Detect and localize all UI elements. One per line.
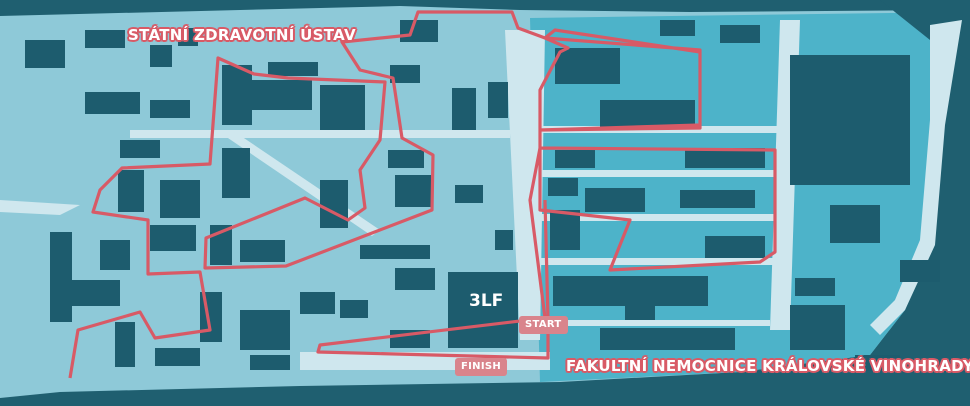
building	[390, 65, 420, 83]
building	[120, 140, 160, 158]
building	[72, 280, 120, 306]
building	[550, 210, 580, 250]
building	[85, 92, 140, 114]
building	[660, 20, 695, 36]
building	[115, 322, 135, 367]
building	[900, 260, 940, 282]
building	[705, 236, 765, 258]
building	[160, 180, 200, 218]
building	[553, 276, 708, 306]
building	[340, 300, 368, 318]
building	[585, 188, 645, 212]
building	[118, 170, 144, 212]
building	[680, 190, 755, 208]
building	[240, 240, 285, 262]
paths	[0, 20, 962, 370]
building	[50, 232, 72, 322]
building	[222, 65, 252, 125]
hospital-area-label: FAKULTNÍ NEMOCNICE KRÁLOVSKÉ VINOHRADY	[566, 357, 970, 375]
building	[85, 30, 125, 48]
finish-marker: FINISH	[455, 358, 508, 376]
building	[488, 82, 508, 118]
building	[222, 148, 250, 198]
building	[830, 205, 880, 243]
building	[178, 28, 198, 46]
building	[685, 148, 765, 168]
building-3lf-label: 3LF	[469, 291, 504, 311]
szu-area-label: STÁTNÍ ZDRAVOTNÍ ÚSTAV	[128, 26, 356, 44]
building	[388, 150, 424, 168]
west-road	[0, 200, 80, 215]
building	[600, 328, 735, 350]
building	[625, 302, 655, 320]
hospital-lane-5	[540, 320, 770, 326]
hospital-lane-4	[540, 258, 780, 265]
building	[150, 45, 172, 67]
building	[300, 292, 335, 314]
building	[555, 150, 595, 168]
building	[320, 180, 348, 228]
building	[452, 88, 476, 130]
building	[548, 178, 578, 196]
east-strip	[870, 20, 962, 335]
building	[252, 80, 312, 110]
building	[25, 40, 65, 68]
building	[250, 355, 290, 370]
building	[795, 278, 835, 296]
building	[790, 55, 910, 185]
building	[395, 175, 431, 207]
building	[395, 268, 435, 290]
building	[155, 348, 200, 366]
hospital-lane-3	[540, 214, 780, 221]
building	[150, 100, 190, 118]
faculty-building-3lf	[448, 272, 518, 348]
building	[240, 310, 290, 350]
building	[720, 25, 760, 43]
building	[100, 240, 130, 270]
cross-path-1	[130, 130, 510, 138]
building	[555, 48, 620, 84]
start-marker: START	[519, 316, 568, 334]
run-route	[68, 10, 777, 379]
building	[495, 230, 513, 250]
building	[268, 62, 318, 76]
hospital-lane-2	[540, 170, 780, 177]
building	[790, 305, 845, 350]
building	[360, 245, 430, 259]
building	[855, 355, 900, 371]
building	[400, 20, 438, 42]
building	[455, 185, 483, 203]
building	[150, 225, 196, 251]
building	[320, 85, 365, 130]
building	[600, 100, 695, 128]
main-avenue	[505, 30, 545, 340]
buildings	[25, 20, 940, 371]
